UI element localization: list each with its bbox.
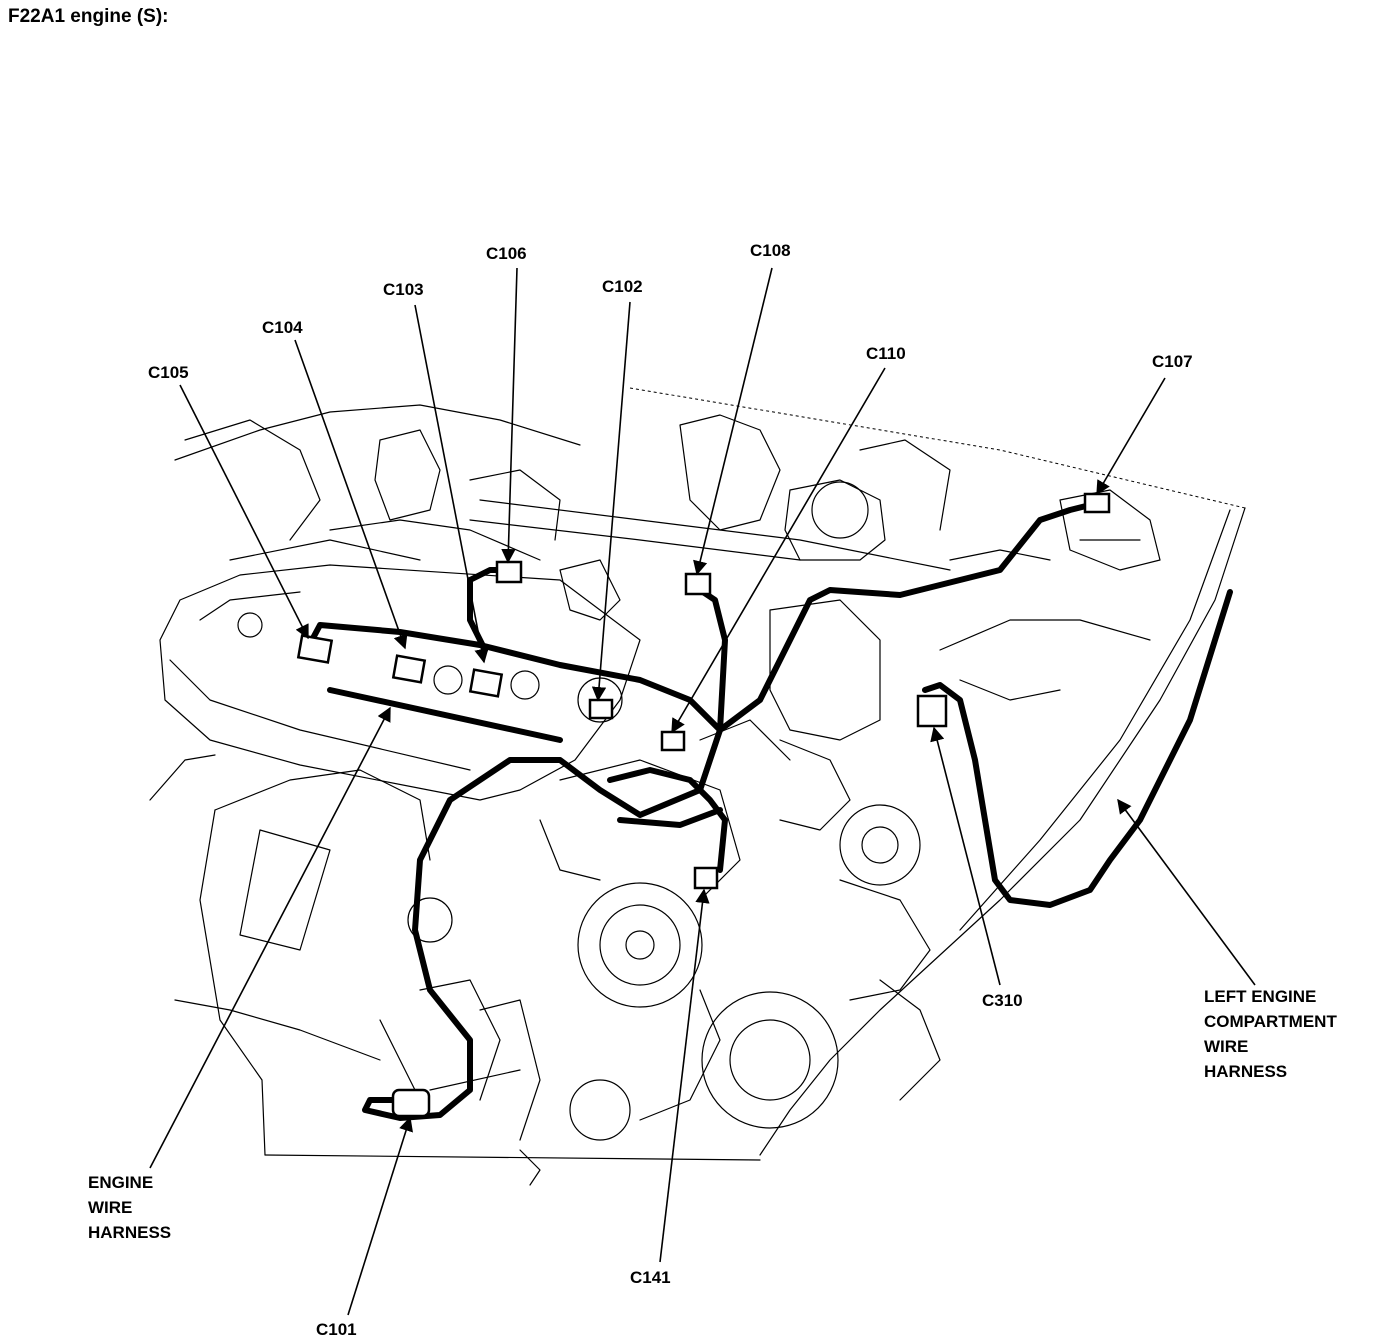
c102-leader [591,301,631,702]
engine-harness-line-2: WIRE [88,1198,133,1217]
c108-connector [684,572,712,596]
c141-label: C141 [630,1268,671,1287]
c108-label: C108 [750,241,791,260]
c106-label: C106 [486,244,527,263]
engine-wire-harness [309,502,1093,1121]
page-title: F22A1 engine (S): [8,6,169,27]
left-harness-line-3: WIRE [1204,1037,1249,1056]
c105-label: C105 [148,363,189,382]
engine-harness-leader [149,706,391,1169]
c310-label: C310 [982,991,1023,1010]
c102-label: C102 [602,277,643,296]
c110-connector [660,730,686,752]
c101-label: C101 [316,1320,357,1339]
engine-harness-line-3: HARNESS [88,1223,172,1242]
c141-leader [659,888,710,1263]
c105-connector [296,634,334,664]
engine-harness-line-1: ENGINE [88,1173,154,1192]
c310-leader [930,726,1001,986]
c107-leader [1096,377,1166,496]
c103-label: C103 [383,280,424,299]
c102-connector [588,698,614,720]
c101-leader [347,1116,413,1316]
engine-wire-harness-label: ENGINE WIRE HARNESS [88,1170,171,1245]
left-harness-line-1: LEFT ENGINE [1204,987,1317,1006]
c110-leader [671,367,886,734]
engine-line-art [149,387,1246,1186]
c101-connector [391,1088,431,1118]
c107-connector [1083,492,1111,514]
left-harness-line-2: COMPARTMENT [1204,1012,1337,1031]
c108-leader [693,267,773,576]
c105-leader [179,384,309,640]
c104-connector [391,654,427,684]
left-harness-leader [1117,798,1256,986]
c103-connector [468,668,504,698]
c106-leader [501,267,518,564]
c104-leader [294,339,408,650]
c141-connector [693,866,719,890]
c104-label: C104 [262,318,303,337]
left-harness-line-4: HARNESS [1204,1062,1288,1081]
left-engine-compartment-harness-label: LEFT ENGINE COMPARTMENT WIRE HARNESS [1204,984,1337,1084]
c103-leader [414,304,489,664]
connectors [296,492,1111,1118]
c110-label: C110 [866,344,906,363]
c106-connector [495,560,523,584]
leader-lines [149,267,1256,1316]
left-compartment-wire-harness [922,589,1233,908]
c107-label: C107 [1152,352,1193,371]
c310-connector [916,694,948,728]
